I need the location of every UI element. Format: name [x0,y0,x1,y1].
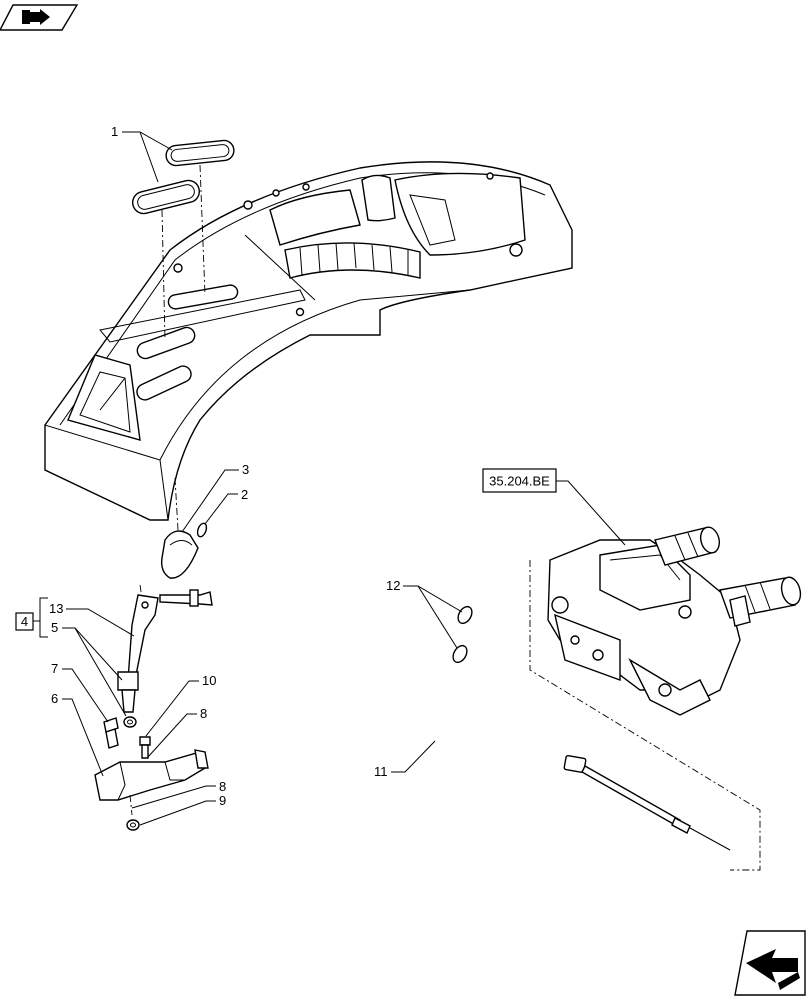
callout-6: 6 [51,691,104,777]
svg-text:10: 10 [202,673,216,688]
svg-text:6: 6 [51,691,58,706]
callout-5: 5 [51,620,127,717]
knob-part-3 [160,530,199,579]
fender-housing [44,161,573,521]
svg-text:13: 13 [49,601,63,616]
callout-10: 10 [145,673,216,737]
svg-text:8: 8 [219,779,226,794]
callout-8b: 8 [131,779,226,809]
group-label: 4 [21,614,28,629]
svg-text:11: 11 [374,764,388,779]
svg-text:5: 5 [51,620,58,635]
group-box: 4 [15,597,48,638]
svg-text:3: 3 [242,462,249,477]
callout-3: 3 [181,462,249,533]
svg-text:2: 2 [241,487,248,502]
valve-block [529,526,802,871]
callout-9: 9 [139,793,226,826]
grommet-part-12 [452,605,473,664]
book-arrow-icon[interactable] [0,4,79,31]
washer-part-5 [123,716,137,728]
reference-box[interactable]: 35.204.BE [482,468,557,493]
callout-2: 2 [204,487,248,525]
svg-text:9: 9 [219,793,226,808]
plug-part-1 [131,139,235,215]
svg-text:1: 1 [111,124,118,139]
callout-13: 13 [49,601,135,637]
callout-11: 11 [374,740,436,779]
callout-8a: 8 [147,706,207,758]
bolt-part-7 [103,717,119,749]
lever-part-13 [117,594,159,713]
next-page-arrow-icon[interactable] [734,930,806,996]
cable-part-11 [159,589,731,851]
bracket-part-6 [94,749,209,801]
callout-1: 1 [111,124,173,183]
callout-12: 12 [386,578,463,649]
svg-text:12: 12 [386,578,400,593]
ring-part-2 [196,522,208,538]
svg-text:8: 8 [200,706,207,721]
bolt-part-10 [139,736,151,759]
svg-text:7: 7 [51,661,58,676]
nut-part-9 [126,819,140,831]
reference-label: 35.204.BE [489,474,550,489]
callout-7: 7 [51,661,109,723]
